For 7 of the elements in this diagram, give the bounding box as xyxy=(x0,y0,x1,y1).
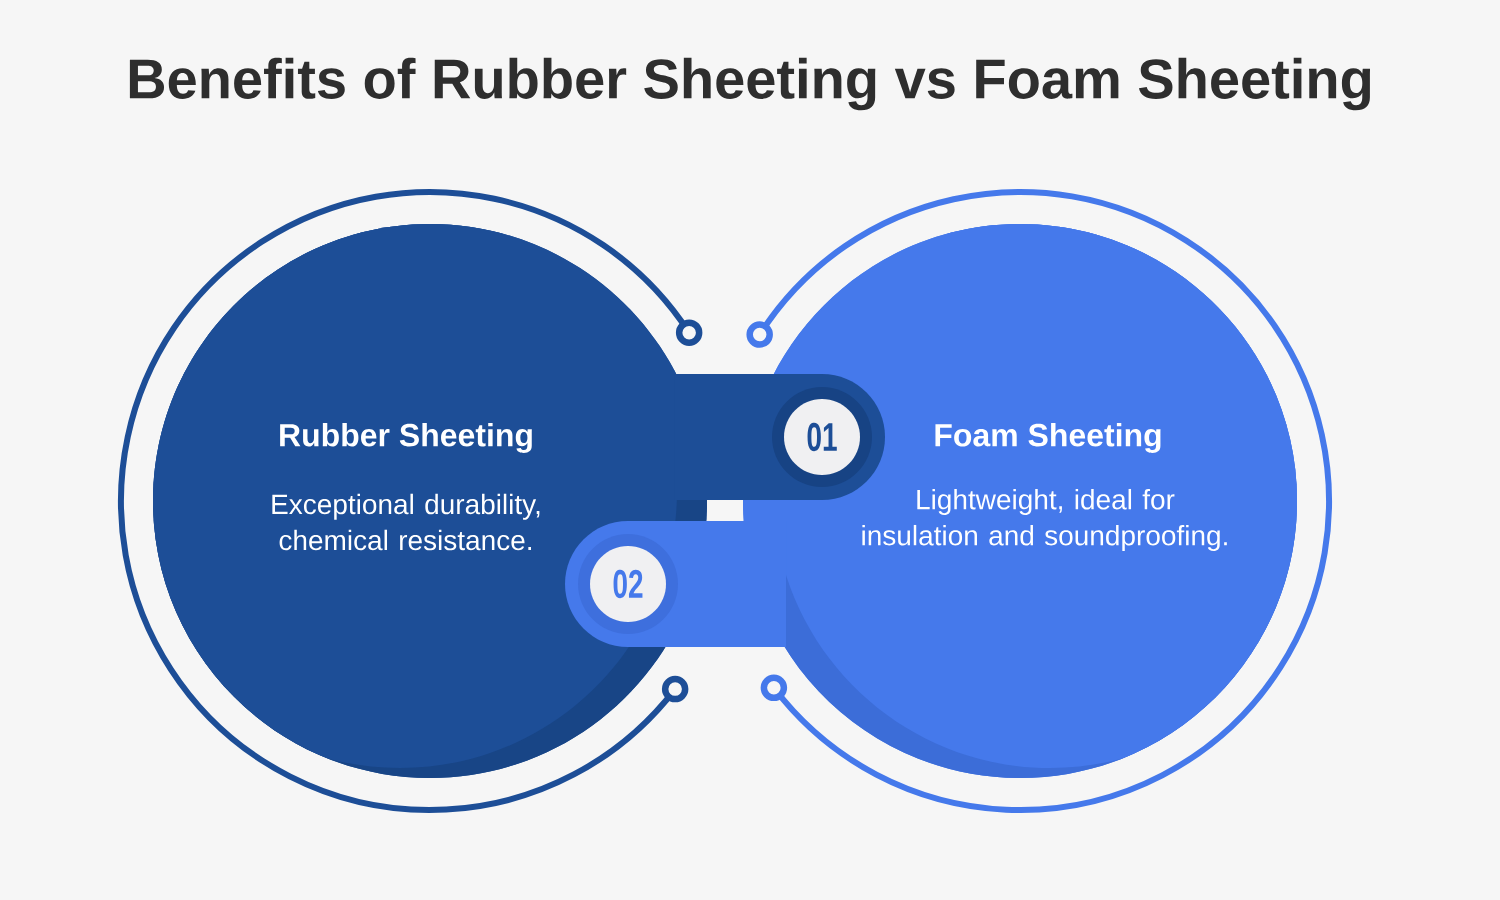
number-badge: 01 xyxy=(772,387,872,487)
number-badge: 02 xyxy=(578,534,678,634)
title: Benefits of Rubber Sheeting vs Foam Sheeting xyxy=(129,57,1371,111)
panel-heading: Foam Sheeting xyxy=(935,423,1161,453)
panel-description: Lightweight, ideal for insulation and soundproofing. xyxy=(862,488,1227,552)
panel-description: Exceptional durability, chemical resistance. xyxy=(272,493,540,551)
panel-heading: Rubber Sheeting xyxy=(280,423,532,453)
